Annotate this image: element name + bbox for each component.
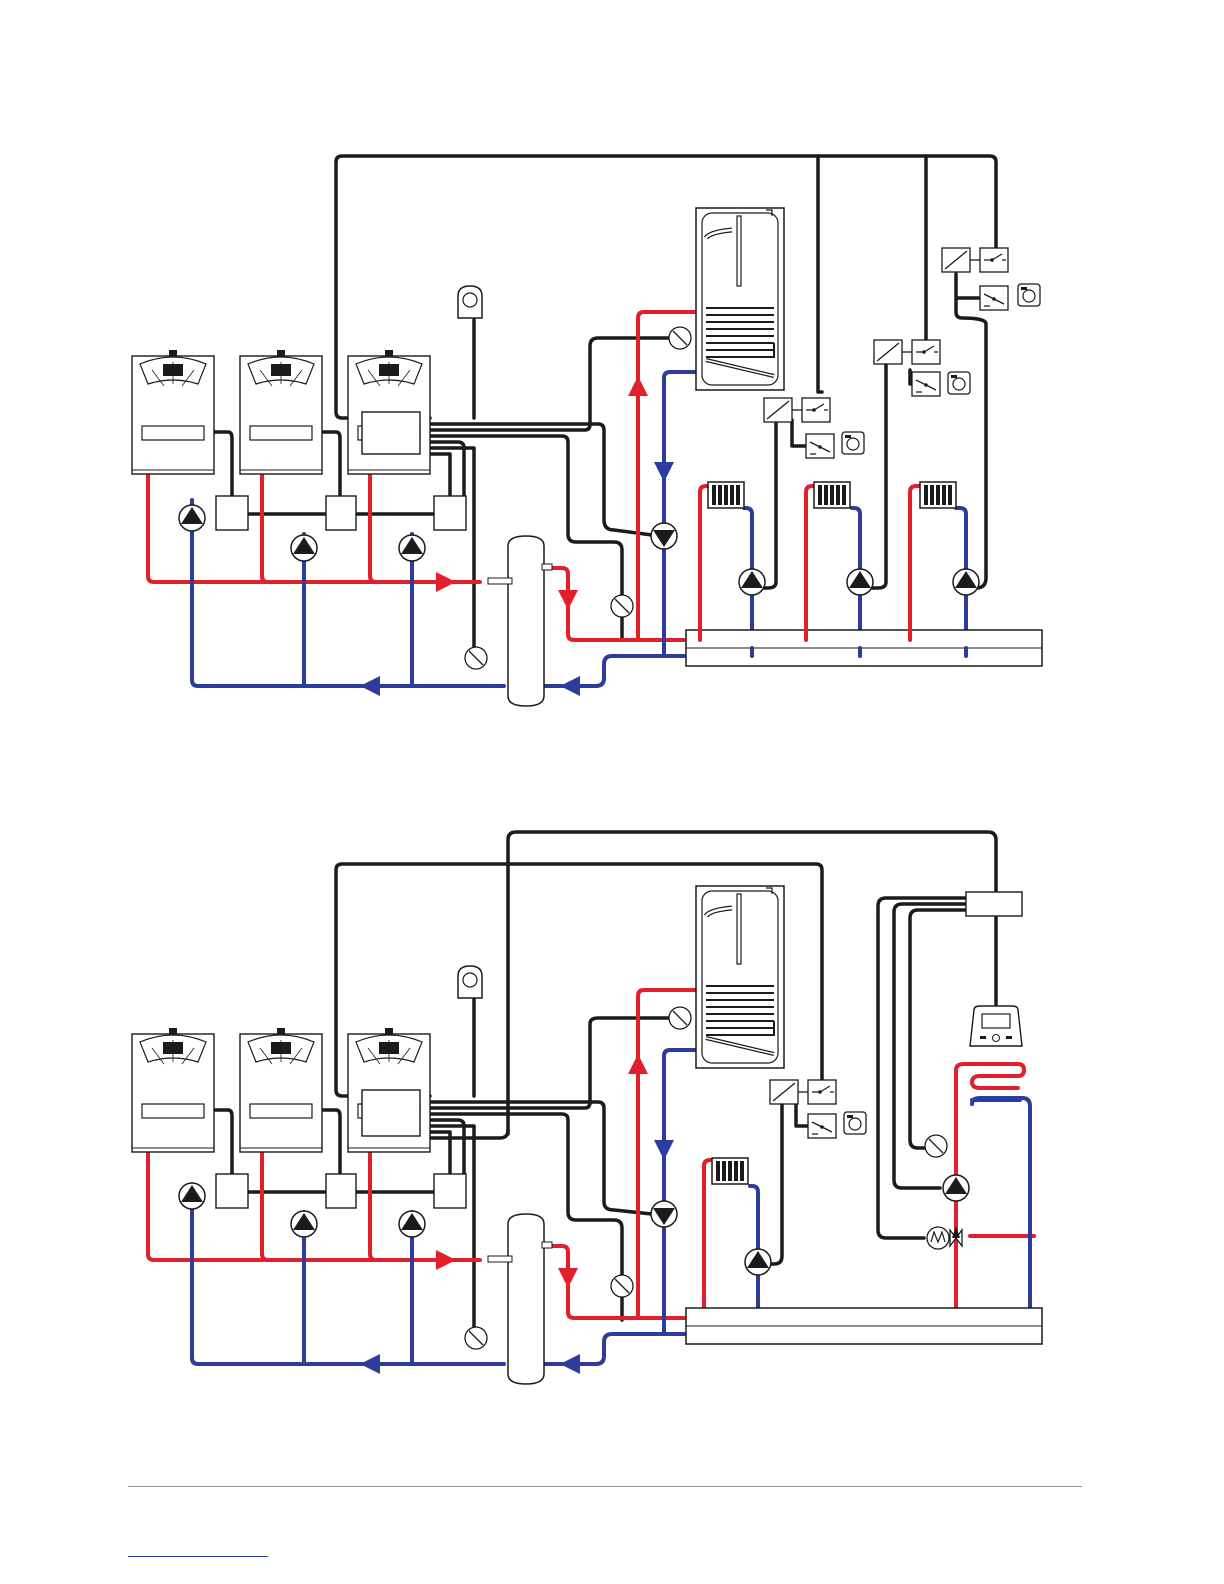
outdoor-sensor-icon bbox=[458, 286, 482, 318]
switch-module-icon bbox=[942, 248, 1008, 272]
room-thermostat-icon bbox=[1018, 284, 1040, 306]
return-header-top bbox=[192, 508, 504, 686]
control-module-icon bbox=[362, 412, 420, 454]
diagram-bottom bbox=[132, 832, 1042, 1384]
module-box-icon bbox=[216, 496, 248, 530]
control-module-icon bbox=[362, 1090, 420, 1136]
temperature-sensor-icon bbox=[669, 1007, 691, 1029]
hot-water-cylinder-icon bbox=[696, 208, 784, 390]
footer-link-underline[interactable] bbox=[128, 1556, 268, 1557]
pump-icon bbox=[291, 1211, 317, 1237]
radiator-icon bbox=[712, 1158, 748, 1184]
pump-icon bbox=[291, 535, 317, 561]
pump-icon bbox=[399, 1211, 425, 1237]
room-thermostat-icon bbox=[948, 372, 970, 394]
room-thermostat-icon bbox=[844, 1112, 866, 1134]
relay-icon bbox=[808, 1114, 836, 1138]
radiator-icon bbox=[814, 482, 850, 508]
boiler-icon bbox=[132, 1028, 214, 1152]
pump-icon bbox=[179, 505, 205, 531]
mixer-module-icon bbox=[966, 892, 1022, 916]
hydraulic-separator-icon bbox=[508, 536, 544, 706]
module-box-icon bbox=[216, 1174, 248, 1208]
switch-module-icon bbox=[764, 398, 830, 422]
diagram-top bbox=[132, 156, 1042, 706]
temperature-sensor-icon bbox=[465, 647, 487, 669]
pump-icon bbox=[651, 523, 677, 549]
underfloor-heating-icon bbox=[980, 1064, 1020, 1098]
outdoor-sensor-icon bbox=[458, 966, 482, 998]
boiler-icon bbox=[240, 1028, 322, 1152]
relay-icon bbox=[912, 372, 940, 396]
room-thermostat-icon bbox=[842, 432, 864, 454]
temperature-sensor-icon bbox=[669, 327, 691, 349]
pump-icon bbox=[179, 1183, 205, 1209]
pump-icon bbox=[943, 1175, 969, 1201]
pump-icon bbox=[745, 1249, 771, 1275]
relay-icon bbox=[806, 434, 834, 458]
boiler-icon bbox=[240, 350, 322, 474]
switch-module-icon bbox=[770, 1080, 836, 1104]
temperature-sensor-icon bbox=[611, 595, 633, 617]
module-box-icon bbox=[326, 1174, 356, 1208]
pump-icon bbox=[651, 1201, 677, 1227]
hot-water-cylinder-icon bbox=[696, 886, 784, 1068]
footer-rule bbox=[128, 1486, 1082, 1487]
module-box-icon bbox=[326, 496, 356, 530]
module-box-icon bbox=[434, 496, 466, 530]
pump-icon bbox=[847, 569, 873, 595]
switch-module-icon bbox=[874, 340, 940, 364]
relay-icon bbox=[980, 286, 1008, 310]
temperature-sensor-icon bbox=[925, 1135, 947, 1157]
temperature-sensor-icon bbox=[465, 1327, 487, 1349]
controller-display-icon bbox=[970, 1006, 1022, 1046]
temperature-sensor-icon bbox=[611, 1275, 633, 1297]
pump-icon bbox=[953, 569, 979, 595]
radiator-icon bbox=[708, 482, 744, 508]
pump-icon bbox=[399, 535, 425, 561]
radiator-icon bbox=[920, 482, 956, 508]
pump-icon bbox=[739, 569, 765, 595]
hydraulic-separator-icon bbox=[508, 1214, 544, 1384]
boiler-icon bbox=[132, 350, 214, 474]
module-box-icon bbox=[434, 1174, 466, 1208]
